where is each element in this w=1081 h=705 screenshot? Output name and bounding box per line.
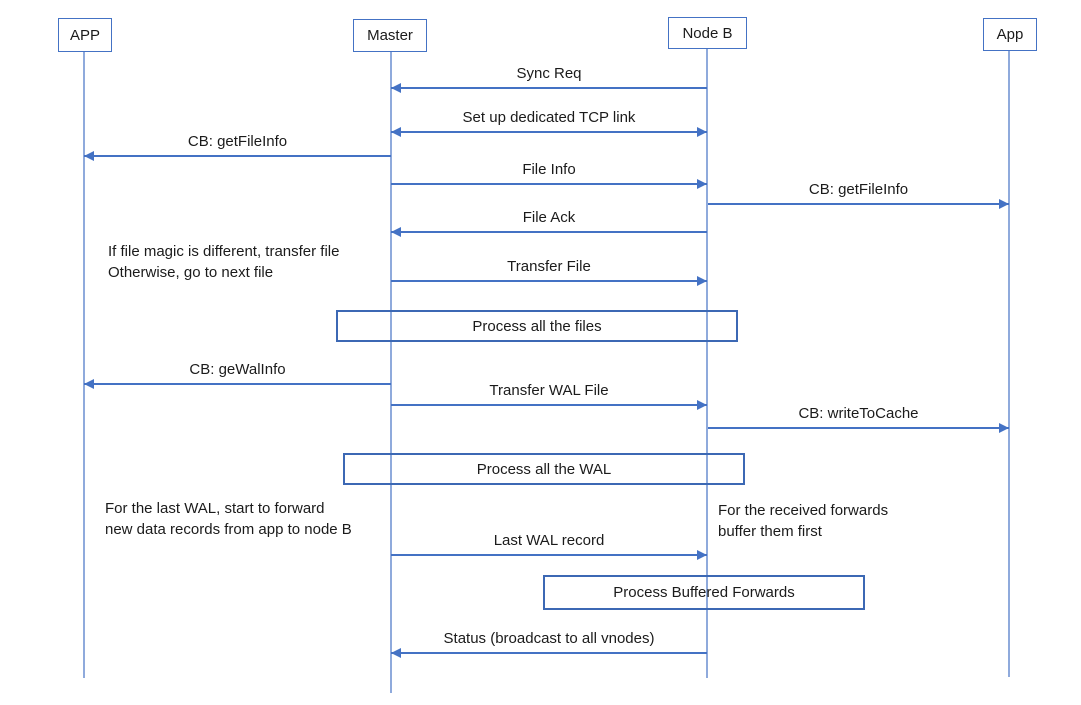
message-label: Status (broadcast to all vnodes): [443, 630, 655, 647]
arrowhead-right-icon: [697, 179, 707, 189]
arrowhead-left-icon: [84, 151, 94, 161]
arrowhead-left-icon: [391, 648, 401, 658]
lifeline-node-b: [706, 49, 708, 678]
message-line: [391, 554, 707, 556]
arrowhead-right-icon: [999, 423, 1009, 433]
arrowhead-right-icon: [697, 550, 707, 560]
actor-box-app-right: App: [983, 18, 1037, 51]
lifeline-master: [390, 52, 392, 693]
arrowhead-left-icon: [391, 227, 401, 237]
message-line: [391, 131, 707, 133]
message-line: [708, 203, 1009, 205]
process-box-label: Process Buffered Forwards: [613, 584, 795, 601]
message-label: File Info: [522, 161, 576, 178]
process-box-files: Process all the files: [336, 310, 738, 342]
arrowhead-right-icon: [697, 127, 707, 137]
arrowhead-right-icon: [697, 400, 707, 410]
message-label: Transfer File: [507, 258, 591, 275]
actor-box-node-b: Node B: [668, 17, 747, 49]
note-received-forwards: For the received forwards buffer them fi…: [718, 502, 889, 540]
lifeline-app-left: [83, 52, 85, 678]
message-line: [391, 404, 707, 406]
message-line: [391, 183, 707, 185]
message-label: CB: getFileInfo: [808, 181, 909, 198]
message-label: Sync Req: [516, 65, 582, 82]
message-label: CB: getFileInfo: [187, 133, 288, 150]
process-box-label: Process all the files: [472, 317, 602, 335]
message-line: [391, 231, 707, 233]
arrowhead-left-icon: [391, 127, 401, 137]
message-line: [391, 280, 707, 282]
lifeline-app-right: [1008, 51, 1010, 677]
actor-label: APP: [69, 26, 100, 44]
arrowhead-left-icon: [391, 83, 401, 93]
arrowhead-right-icon: [999, 199, 1009, 209]
message-label: CB: geWalInfo: [189, 361, 286, 378]
message-line: [708, 427, 1009, 429]
actor-label: Master: [367, 27, 413, 44]
message-label: Last WAL record: [493, 532, 605, 549]
message-line: [84, 155, 391, 157]
message-label: CB: writeToCache: [798, 405, 919, 422]
message-label: File Ack: [522, 209, 576, 226]
actor-label: App: [996, 26, 1024, 43]
process-box-label: Process all the WAL: [476, 460, 612, 478]
message-line: [84, 383, 391, 385]
process-box-wal: Process all the WAL: [343, 453, 745, 485]
process-box-buffered-forwards: Process Buffered Forwards: [543, 575, 865, 610]
actor-box-master: Master: [353, 19, 427, 52]
arrowhead-right-icon: [697, 276, 707, 286]
note-file-magic: If file magic is different, transfer fil…: [108, 243, 340, 281]
actor-label: Node B: [682, 24, 733, 42]
message-label: Transfer WAL File: [489, 382, 609, 399]
message-line: [391, 87, 707, 89]
note-last-wal-forward: For the last WAL, start to forward new d…: [105, 500, 352, 538]
message-line: [391, 652, 707, 654]
message-label: Set up dedicated TCP link: [462, 109, 636, 126]
actor-box-app-left: APP: [58, 18, 112, 52]
arrowhead-left-icon: [84, 379, 94, 389]
